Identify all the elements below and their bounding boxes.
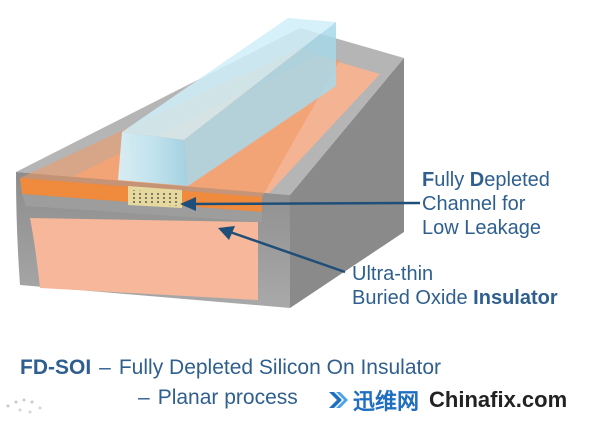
substrate-right-face xyxy=(290,58,404,308)
watermark-brand: Chinafix.com xyxy=(429,387,568,412)
channel-arrow-head xyxy=(180,197,196,211)
channel-callout-line3: Low Leakage xyxy=(422,217,541,239)
gate-right xyxy=(184,22,336,186)
caption-line-2: –Planar process xyxy=(130,385,298,411)
chevron-logo-icon xyxy=(329,392,348,408)
gate-front xyxy=(118,132,188,186)
channel-callout: Fully Depleted Channel for Low Leakage xyxy=(422,169,550,239)
gate-top xyxy=(122,18,336,140)
caption-term: FD-SOI xyxy=(20,356,92,379)
box-callout-line1: Ultra-thin xyxy=(352,263,434,285)
caption-dash-2: – xyxy=(138,386,150,409)
box-arrow-line xyxy=(229,230,346,274)
caption-planar: Planar process xyxy=(157,386,298,409)
decorative-dots xyxy=(6,398,42,414)
channel-dots xyxy=(130,190,180,206)
caption-line-1: FD-SOI–Fully Depleted Silicon On Insulat… xyxy=(20,355,441,381)
box-arrow-head xyxy=(218,226,235,240)
channel-arrow-line xyxy=(191,201,421,206)
caption-dash: – xyxy=(99,356,111,379)
buried-oxide-front xyxy=(30,218,258,300)
watermark-banner: 迅维网 Chinafix.com xyxy=(323,380,600,420)
channel-callout-line2: Channel for xyxy=(422,193,526,215)
watermark-chinese: 迅维网 xyxy=(353,389,420,414)
thin-insulator xyxy=(22,194,262,222)
buried-oxide-callout: Ultra-thin Buried Oxide Insulator xyxy=(352,263,558,309)
caption-definition: Fully Depleted Silicon On Insulator xyxy=(118,356,442,379)
